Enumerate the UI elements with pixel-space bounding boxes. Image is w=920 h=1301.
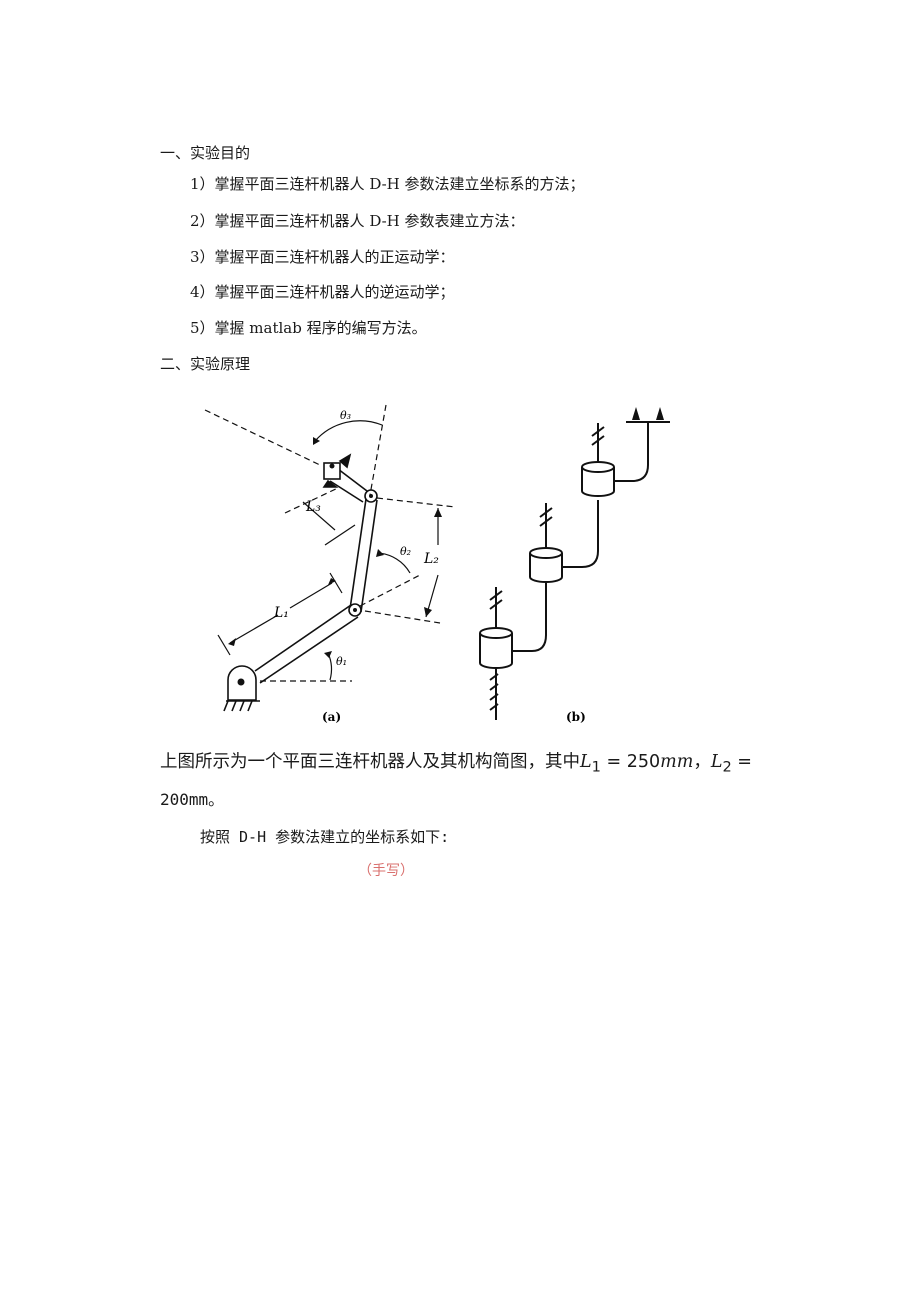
L1-unit: mm <box>660 752 694 772</box>
L1-subscript: 1 <box>591 758 601 776</box>
L2-equals: = <box>731 752 752 772</box>
objective-item-4: 4）掌握平面三连杆机器人的逆运动学； <box>190 283 455 301</box>
objective-item-1: 1）掌握平面三连杆机器人 D-H 参数法建立坐标系的方法； <box>190 175 585 193</box>
description-line1: 上图所示为一个平面三连杆机器人及其机构简图，其中L1 = 250mm，L2 = <box>160 748 752 776</box>
objective-item-5: 5）掌握 matlab 程序的编写方法。 <box>190 319 427 337</box>
theta2-label: θ₂ <box>400 545 411 558</box>
dh-coordinate-text: 按照 D-H 参数法建立的坐标系如下: <box>200 828 450 846</box>
separator: ， <box>693 752 711 772</box>
objective-item-2: 2）掌握平面三连杆机器人 D-H 参数表建立方法： <box>190 212 525 230</box>
figure-b-caption: (b) <box>566 710 586 724</box>
theta1-label: θ₁ <box>336 655 347 668</box>
L2-subscript: 2 <box>722 758 732 776</box>
handwrite-note: （手写） <box>358 863 414 879</box>
L3-label: L₃ <box>305 499 321 515</box>
L1-value: = 250 <box>600 752 661 772</box>
figure-a-caption: (a) <box>322 710 341 724</box>
objective-item-3: 3）掌握平面三连杆机器人的正运动学： <box>190 248 455 266</box>
description-text: 上图所示为一个平面三连杆机器人及其机构简图，其中 <box>160 752 580 772</box>
figure-a-robot-arm: θ₁ θ₂ θ₃ L₁ L₂ L₃ (a) <box>204 404 456 724</box>
section2-title: 二、实验原理 <box>160 355 251 373</box>
L1-label: L₁ <box>273 605 289 621</box>
L1-symbol: L <box>580 752 592 772</box>
description-line2: 200mm。 <box>160 790 225 809</box>
figure-b-schematic: (b) <box>479 407 670 724</box>
L2-label: L₂ <box>423 551 439 567</box>
section1-title: 一、实验目的 <box>160 144 251 162</box>
theta3-label: θ₃ <box>340 409 351 422</box>
L2-symbol: L <box>710 752 723 772</box>
